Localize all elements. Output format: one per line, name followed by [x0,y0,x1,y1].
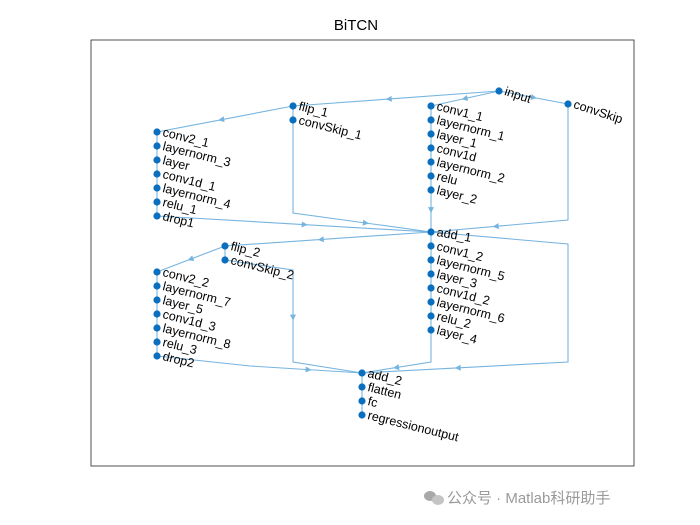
node-layernorm_7[interactable] [153,282,161,290]
node-conv1d_3[interactable] [153,310,161,318]
arrowhead-drop2-to-add_2 [305,366,312,373]
arrowhead-drop1-to-add_1 [301,221,308,228]
node-layer_4[interactable] [427,326,435,334]
node-add_1[interactable] [427,228,435,236]
edge-flip_1-to-conv2_1 [156,105,294,133]
edge-add_1-to-flip_2 [224,231,432,247]
node-layernorm_5[interactable] [427,256,435,264]
label-convSkip: convSkip [572,97,625,126]
node-conv2_2[interactable] [153,268,161,276]
arrowhead-add_1-to-add_2 [454,364,461,371]
node-layer_3[interactable] [427,270,435,278]
arrowhead-input-to-convSkip [530,94,537,100]
arrowhead-layer_4-to-add_2 [393,364,400,371]
label-regressionoutput: regressionoutput [366,408,460,444]
node-layernorm_6[interactable] [427,298,435,306]
node-layernorm_2[interactable] [427,158,435,166]
node-layer_2[interactable] [427,186,435,194]
edge-convSkip-to-add_1 [430,104,569,233]
label-relu: relu [435,169,459,188]
node-relu_2[interactable] [427,312,435,320]
node-drop1[interactable] [153,212,161,220]
node-flip_2[interactable] [221,242,229,250]
graph-labels: inputconvSkipflip_1convSkip_1conv2_1laye… [161,84,624,444]
node-layer_1[interactable] [427,130,435,138]
node-conv1d_1[interactable] [153,170,161,178]
node-layernorm_4[interactable] [153,184,161,192]
arrowhead-convSkip_2-to-add_2 [290,314,296,321]
node-layernorm_8[interactable] [153,324,161,332]
node-convSkip[interactable] [564,100,572,108]
node-relu_1[interactable] [153,198,161,206]
node-add_2[interactable] [358,369,366,377]
edge-add_1-to-add_2 [361,231,569,374]
edge-convSkip_1-to-add_1 [292,120,432,233]
node-layernorm_1[interactable] [427,116,435,124]
label-fc: fc [366,394,379,410]
wechat-logo-icon [424,491,444,505]
label-layer: layer [161,153,191,173]
arrowhead-layer_2-to-add_1 [428,207,434,214]
node-conv1_1[interactable] [427,102,435,110]
node-drop2[interactable] [153,352,161,360]
edge-layer_4-to-add_2 [361,330,432,374]
arrowhead-convSkip_1-to-add_1 [362,219,369,226]
label-add_1: add_1 [436,225,473,245]
watermark: 公众号 · Matlab科研助手 [424,490,610,507]
edge-drop1-to-add_1 [156,215,432,233]
node-input[interactable] [495,87,503,95]
arrowhead-convSkip-to-add_1 [492,223,499,230]
label-input: input [503,84,534,106]
node-convSkip_1[interactable] [289,116,297,124]
edge-drop2-to-add_2 [156,355,363,374]
label-layer_2: layer_2 [435,183,478,207]
watermark-text: 公众号 · Matlab科研助手 [447,490,610,507]
arrowhead-flip_1-to-conv2_1 [218,116,225,123]
arrowhead-flip_2-to-conv2_2 [187,255,195,261]
plot-frame [90,39,635,467]
node-convSkip_2[interactable] [221,256,229,264]
arrowhead-input-to-conv1_1 [461,95,469,101]
node-conv1_2[interactable] [427,242,435,250]
node-relu_3[interactable] [153,338,161,346]
graph-nodes [153,87,572,419]
node-flip_1[interactable] [289,102,297,110]
edge-input-to-flip_1 [292,90,500,107]
arrowhead-input-to-flip_1 [385,95,392,102]
label-convSkip_1: convSkip_1 [297,113,363,142]
node-flatten[interactable] [358,383,366,391]
node-fc[interactable] [358,397,366,405]
graph-edges [156,90,569,415]
node-layernorm_3[interactable] [153,142,161,150]
node-conv2_1[interactable] [153,128,161,136]
node-relu[interactable] [427,172,435,180]
label-convSkip_2: convSkip_2 [229,253,295,282]
node-regressionoutput[interactable] [358,411,366,419]
node-layer[interactable] [153,156,161,164]
node-layer_5[interactable] [153,296,161,304]
node-conv1d[interactable] [427,144,435,152]
figure-title: BiTCN [334,17,378,34]
arrowhead-add_1-to-flip_2 [317,236,324,243]
node-conv1d_2[interactable] [427,284,435,292]
